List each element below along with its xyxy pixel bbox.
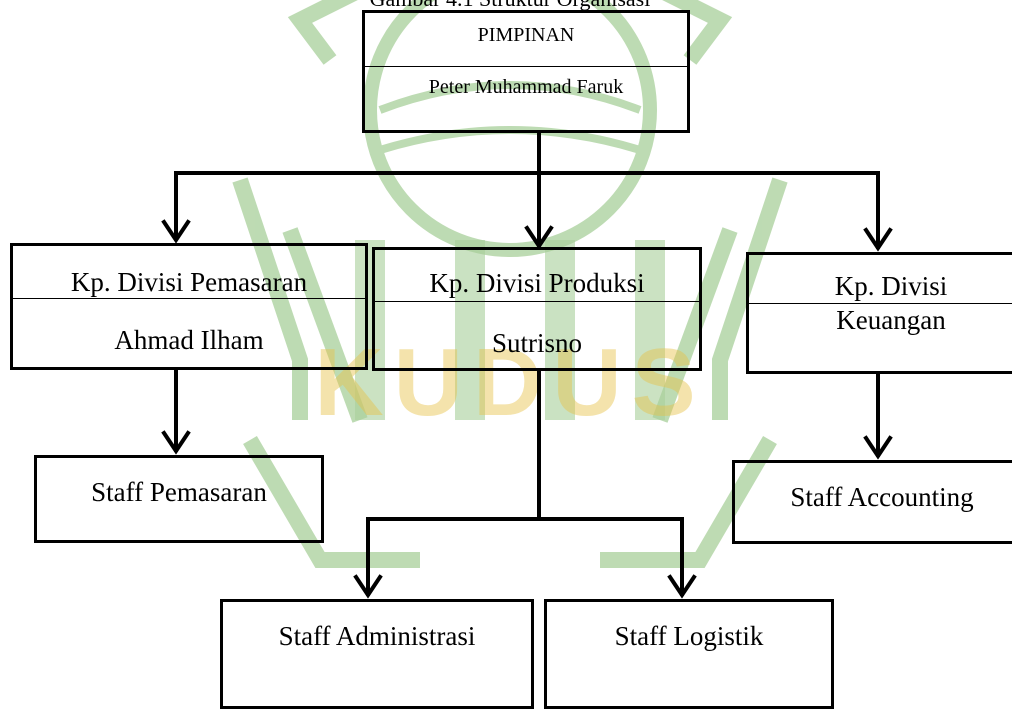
node-staff-accounting-title: Staff Accounting [790, 482, 974, 512]
arrow-produksi [524, 225, 554, 250]
node-divisi-pemasaran: Kp. Divisi Pemasaran Ahmad Ilham [10, 243, 368, 370]
node-pemasaran-name: Ahmad Ilham [114, 325, 264, 355]
node-staff-logistik-title: Staff Logistik [614, 621, 764, 651]
node-staff-logistik: Staff Logistik [544, 599, 834, 709]
node-divider [375, 301, 699, 302]
node-divider [365, 66, 687, 67]
arrow-staff-administrasi [353, 574, 383, 599]
node-pemasaran-title: Kp. Divisi Pemasaran [70, 267, 308, 297]
node-keuangan-name: Keuangan [836, 305, 946, 335]
node-divider [749, 303, 1012, 304]
arrow-staff-pemasaran [161, 430, 191, 455]
node-staff-administrasi: Staff Administrasi [220, 599, 534, 709]
arrow-pemasaran [161, 219, 191, 244]
arrow-keuangan [863, 227, 893, 252]
arrow-staff-logistik [667, 574, 697, 599]
arrow-staff-accounting [863, 435, 893, 460]
node-keuangan-title: Kp. Divisi [834, 271, 948, 301]
connector-lines [161, 131, 893, 599]
node-staff-pemasaran: Staff Pemasaran [34, 455, 324, 543]
node-staff-administrasi-title: Staff Administrasi [278, 621, 476, 651]
node-pimpinan: PIMPINAN Peter Muhammad Faruk [362, 10, 690, 133]
node-divisi-keuangan: Kp. Divisi Keuangan [746, 252, 1012, 374]
node-staff-pemasaran-title: Staff Pemasaran [91, 477, 267, 507]
node-staff-accounting: Staff Accounting [732, 460, 1012, 544]
node-divider [13, 298, 365, 299]
node-produksi-name: Sutrisno [491, 328, 583, 358]
page-title: Gambar 4.1 Struktur Organisasi [300, 0, 720, 12]
node-pimpinan-title: PIMPINAN [477, 24, 575, 46]
node-pimpinan-name: Peter Muhammad Faruk [428, 76, 624, 98]
node-divisi-produksi: Kp. Divisi Produksi Sutrisno [372, 247, 702, 371]
node-produksi-title: Kp. Divisi Produksi [429, 268, 645, 298]
